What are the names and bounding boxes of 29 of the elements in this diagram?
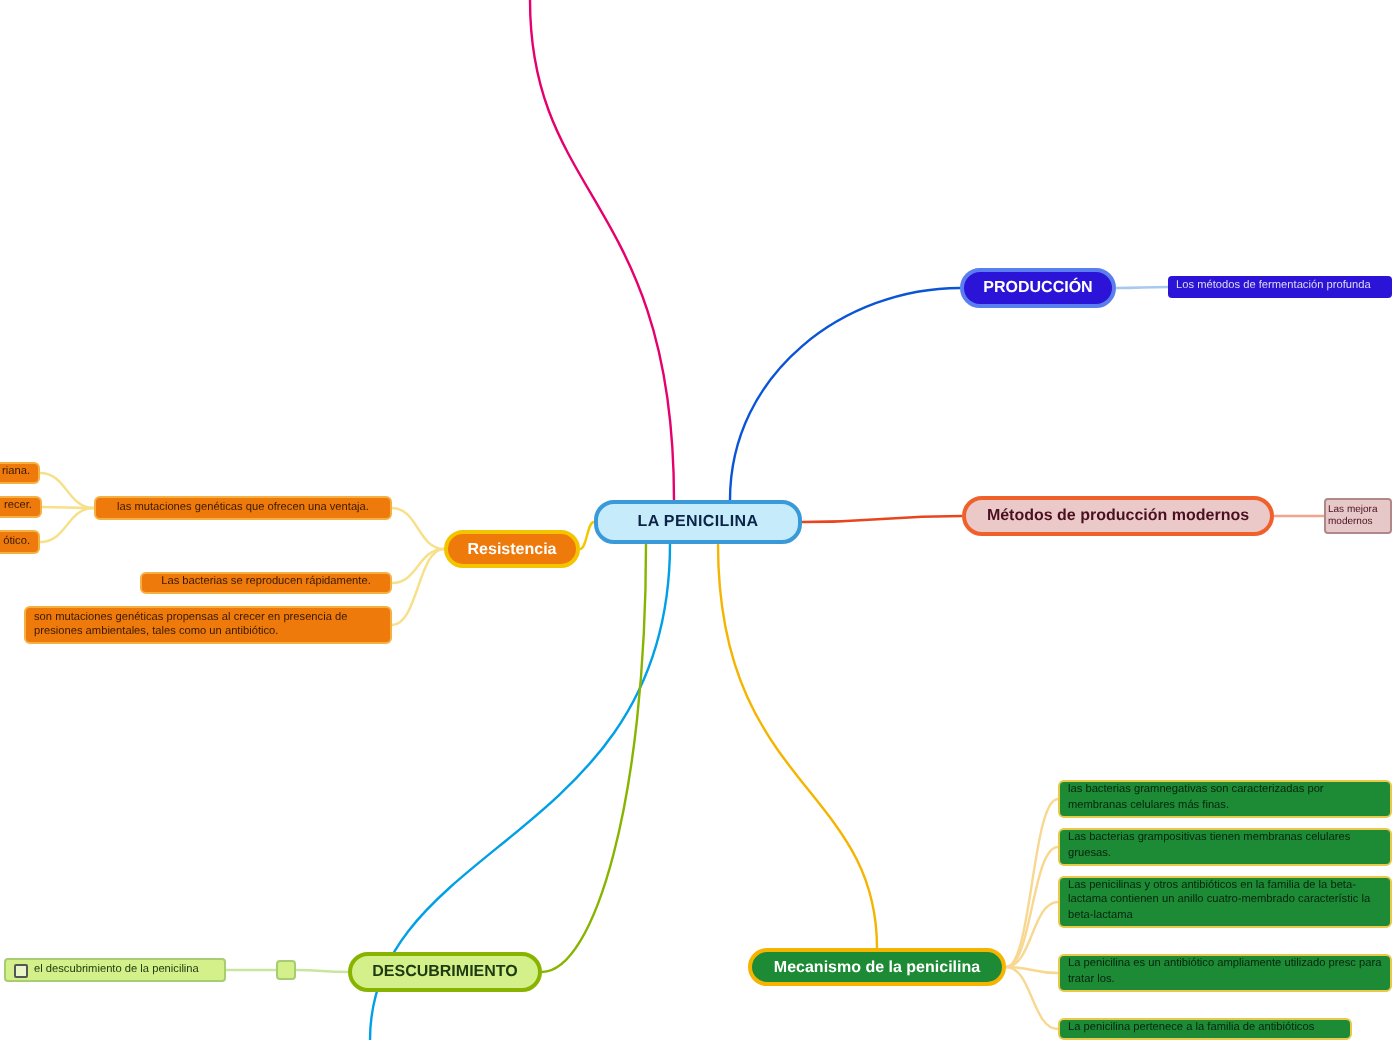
branch-line bbox=[391, 547, 445, 585]
branch-line bbox=[728, 286, 961, 501]
branch-line bbox=[1005, 965, 1059, 975]
branch-line bbox=[579, 520, 595, 551]
branch-line bbox=[391, 506, 445, 551]
branch-line bbox=[1005, 845, 1059, 969]
branch-line bbox=[541, 544, 648, 974]
topic-pill: DESCUBRIMIENTO bbox=[348, 952, 542, 992]
central-topic: LA PENICILINA bbox=[594, 500, 802, 544]
branch-line bbox=[42, 505, 94, 510]
branch-line bbox=[528, 0, 676, 501]
branch-line bbox=[39, 471, 95, 510]
branch-line bbox=[368, 543, 672, 1040]
branch-line bbox=[1116, 285, 1168, 290]
topic-pill: PRODUCCIÓN bbox=[960, 268, 1116, 308]
branch-line bbox=[802, 514, 962, 524]
branch-line bbox=[226, 968, 276, 972]
branch-line bbox=[296, 968, 348, 974]
branch-line bbox=[39, 506, 95, 544]
branch-line bbox=[1005, 965, 1059, 1031]
branch-line bbox=[1005, 900, 1059, 969]
branch-line bbox=[1005, 797, 1059, 969]
branch-line bbox=[1274, 514, 1324, 518]
topic-pill: Resistencia bbox=[444, 530, 580, 568]
branch-line bbox=[716, 543, 879, 949]
topic-pill: Métodos de producción modernos bbox=[962, 496, 1274, 536]
topic-pill: Mecanismo de la penicilina bbox=[748, 948, 1006, 986]
branch-line bbox=[391, 547, 445, 627]
empty-box bbox=[276, 960, 296, 980]
